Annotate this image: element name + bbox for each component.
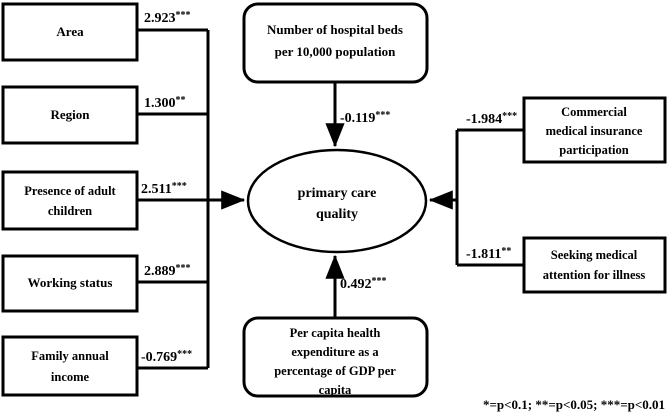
svg-text:primary care: primary care [298,186,377,201]
svg-text:Region: Region [51,107,91,122]
coef-presence-of-adult-children-value: 2.511 [141,182,172,197]
node-area-label-line1: Area [56,24,84,39]
left-connector-group [137,28,246,370]
coef-area-stars: *** [176,10,191,21]
node-region[interactable]: Region [1,85,139,145]
node-per-capita-health-expenditure-box [242,316,429,398]
node-per-capita-health-expenditure-label-line3: percentage of GDP per [274,364,396,378]
svg-text:Commercial: Commercial [561,105,627,119]
node-primary-care-quality[interactable]: primary care quality [246,148,428,254]
svg-text:Family annual: Family annual [31,349,109,363]
coef-seeking-medical-attention-for-illness: -1.811** [466,246,511,262]
svg-text:quality: quality [316,207,358,222]
coef-area-value: 2.923 [144,11,176,26]
node-primary-care-quality-label-line2: quality [316,207,358,222]
node-hospital-beds-label-line2: per 10,000 population [275,44,397,59]
svg-text:participation: participation [559,143,628,157]
svg-text:Number of hospital beds: Number of hospital beds [267,22,403,37]
coef-presence-of-adult-children: 2.511*** [141,181,187,197]
coef-commercial-medical-insurance-participation-value: -1.984 [466,112,502,127]
svg-text:expenditure as a: expenditure as a [291,345,379,359]
node-area-box [1,2,139,62]
node-commercial-medical-insurance-participation-box [522,96,667,164]
node-per-capita-health-expenditure-label-line2: expenditure as a [291,345,379,359]
node-working-status-box [1,254,139,313]
coef-region-stars: ** [176,95,186,106]
coef-family-annual-income-value: -0.769 [141,350,177,365]
coef-per-capita-health-expenditure: 0.492*** [340,276,387,292]
coef-working-status-value: 2.889 [144,264,176,279]
coef-commercial-medical-insurance-participation-stars: *** [502,111,517,122]
svg-text:attention for illness: attention for illness [543,268,646,282]
svg-text:children: children [48,204,92,218]
node-per-capita-health-expenditure-label-line4: capita [319,383,352,397]
node-family-annual-income[interactable]: Family annual income [1,335,139,397]
coef-working-status-stars: *** [176,263,191,274]
coef-working-status: 2.889*** [144,263,191,279]
node-commercial-medical-insurance-participation[interactable]: Commercial medical insurance participati… [522,96,667,164]
node-hospital-beds-label-line1: Number of hospital beds [267,22,403,37]
node-presence-of-adult-children-label-line1: Presence of adult [24,184,116,198]
coef-area: 2.923*** [144,10,191,26]
svg-text:Presence of adult: Presence of adult [24,184,116,198]
coef-region: 1.300** [144,95,186,111]
node-family-annual-income-label-line2: income [51,370,90,384]
svg-text:per 10,000 population: per 10,000 population [275,44,397,59]
node-per-capita-health-expenditure[interactable]: Per capita health expenditure as a perce… [242,316,429,398]
coef-commercial-medical-insurance-participation: -1.984*** [466,111,517,127]
coef-per-capita-health-expenditure-stars: *** [372,276,387,287]
node-working-status[interactable]: Working status [1,254,139,313]
node-family-annual-income-box [1,335,139,397]
node-region-box [1,85,139,145]
coef-seeking-medical-attention-for-illness-stars: ** [501,246,511,257]
node-presence-of-adult-children-label-line2: children [48,204,92,218]
node-presence-of-adult-children-box [1,170,139,231]
coef-family-annual-income: -0.769*** [141,349,192,365]
node-seeking-medical-attention-for-illness-label-line2: attention for illness [543,268,646,282]
svg-text:Per capita health: Per capita health [290,326,381,340]
node-hospital-beds[interactable]: Number of hospital beds per 10,000 popul… [242,2,429,84]
node-commercial-medical-insurance-participation-label-line2: medical insurance [546,124,643,138]
node-area[interactable]: Area [1,2,139,62]
significance-legend: *=p<0.1; **=p<0.05; ***=p<0.01 [483,397,665,412]
node-region-label-line1: Region [51,107,91,122]
node-seeking-medical-attention-for-illness[interactable]: Seeking medical attention for illness [522,236,667,294]
coef-per-capita-health-expenditure-value: 0.492 [340,277,372,292]
node-seeking-medical-attention-for-illness-label-line1: Seeking medical [551,248,638,262]
coef-region-value: 1.300 [144,96,176,111]
coef-seeking-medical-attention-for-illness-value: -1.811 [466,247,501,262]
coef-hospital-beds-stars: *** [375,110,390,121]
node-primary-care-quality-ellipse [246,148,428,254]
svg-text:Working status: Working status [28,275,113,290]
coef-family-annual-income-stars: *** [177,349,192,360]
svg-text:percentage of GDP per: percentage of GDP per [274,364,396,378]
right-connector-group [428,128,524,267]
coef-hospital-beds-value: -0.119 [340,111,375,126]
svg-text:Area: Area [56,24,84,39]
node-per-capita-health-expenditure-label-line1: Per capita health [290,326,381,340]
node-commercial-medical-insurance-participation-label-line3: participation [559,143,628,157]
svg-text:income: income [51,370,90,384]
svg-text:Seeking medical: Seeking medical [551,248,638,262]
node-seeking-medical-attention-for-illness-box [522,236,667,294]
node-working-status-label-line1: Working status [28,275,113,290]
coef-hospital-beds: -0.119*** [340,110,390,126]
node-hospital-beds-box [242,2,429,84]
svg-text:capita: capita [319,383,352,397]
node-presence-of-adult-children[interactable]: Presence of adult children [1,170,139,231]
svg-text:medical insurance: medical insurance [546,124,643,138]
coef-presence-of-adult-children-stars: *** [172,181,187,192]
node-family-annual-income-label-line1: Family annual [31,349,109,363]
node-primary-care-quality-label-line1: primary care [298,186,377,201]
node-commercial-medical-insurance-participation-label-line1: Commercial [561,105,627,119]
